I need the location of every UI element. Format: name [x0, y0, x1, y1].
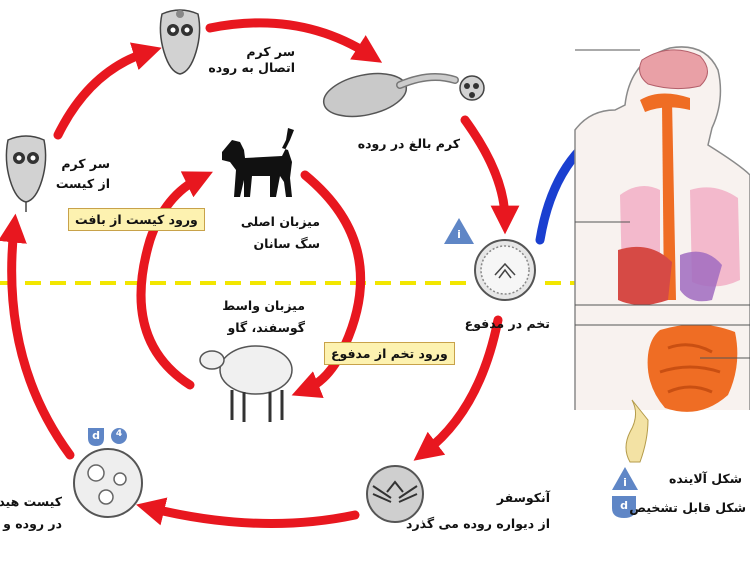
adult-worm-icon — [322, 72, 485, 118]
scolex-icon — [5, 135, 47, 212]
legend-infective-icon — [612, 467, 638, 490]
label-scolex-attached: سر کرم اتصال به روده — [208, 44, 295, 75]
stage-number-badge — [111, 428, 127, 444]
arrow-dog-to-sheep — [291, 170, 366, 399]
label-hydatid-cyst: کیست هیدا در روده و ش — [0, 494, 62, 531]
hydatid-cyst-icon — [73, 448, 143, 518]
infective-stage-badge — [444, 218, 474, 244]
egg-entry-box: ورود تخم از مدفوع — [324, 342, 455, 365]
legend-infective-label: شکل آلاینده — [668, 471, 742, 486]
sheep-icon — [199, 345, 293, 422]
arrow-sheep-to-dog — [136, 171, 213, 390]
diagnostic-badge-letter: d — [92, 429, 100, 442]
legend-infective-letter: i — [623, 476, 627, 489]
legend-diagnostic-icon — [612, 496, 636, 518]
label-oncosphere: آنکوسفر از دیواره روده می گذرد — [406, 490, 550, 531]
outer-cycle-arrows — [0, 18, 520, 528]
legend-diagnostic-label: شکل قابل تشخیص — [629, 500, 746, 515]
label-egg-in-feces: تخم در مدفوع — [464, 316, 550, 331]
inner-cycle-arrows — [136, 170, 366, 399]
scolex-icon — [159, 9, 201, 75]
dog-icon — [222, 128, 294, 197]
arrow-scolex-to-adult — [205, 18, 383, 63]
arrow-egg-to-oncosphere — [413, 315, 503, 461]
label-scolex-from-cyst: سر کرم از کیست — [55, 156, 110, 191]
egg-icon — [474, 239, 536, 301]
arrow-cyst-to-scolex — [0, 213, 75, 460]
arrow-adult-to-egg — [460, 115, 520, 235]
arrow-oncosphere-to-cyst — [136, 497, 360, 528]
label-adult-worm: کرم بالغ در روده — [357, 136, 460, 151]
cyst-entry-box: ورود کیست از بافت — [68, 208, 205, 231]
infective-badge-letter: i — [457, 228, 461, 241]
human-anatomy-icon — [574, 46, 750, 463]
legend-diagnostic-letter: d — [620, 499, 628, 512]
arrow-cyst-scolex-to-attached — [53, 42, 162, 140]
label-intermediate-host: میزبان واسط گوسفند، گاو — [222, 298, 305, 335]
diagnostic-stage-badge — [88, 428, 104, 446]
label-definitive-host: میزبان اصلی سگ سانان — [240, 214, 320, 251]
stage-number: 4 — [115, 429, 123, 439]
oncosphere-icon — [366, 465, 424, 523]
